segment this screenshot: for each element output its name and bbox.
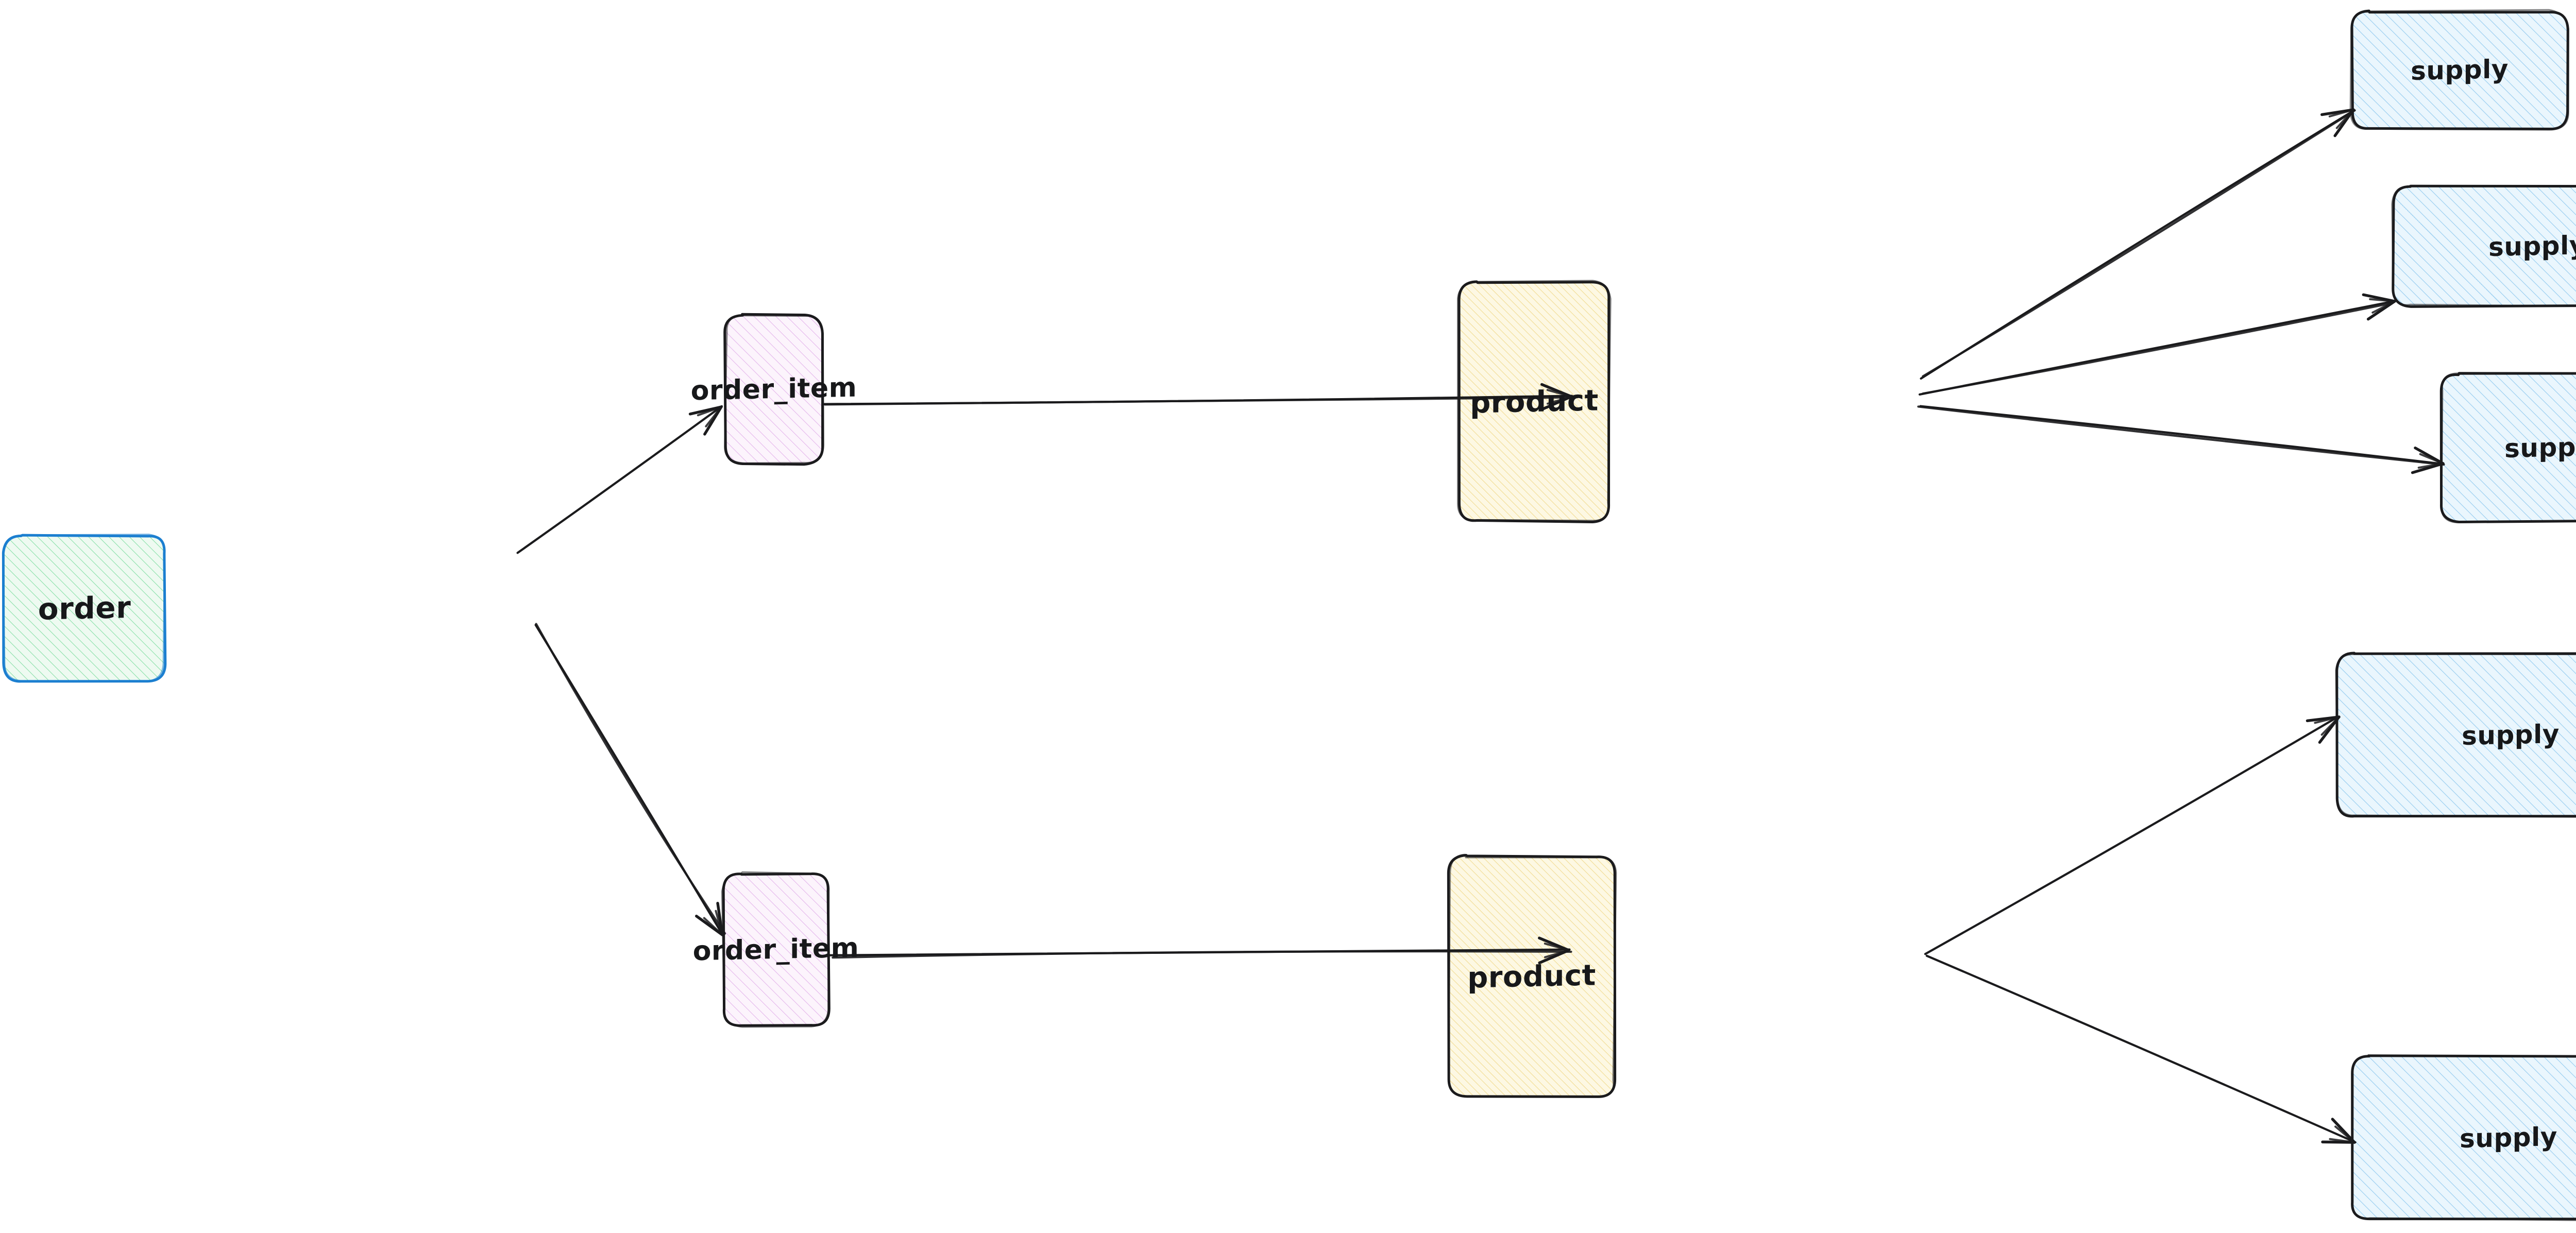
nodes-layer (2, 9, 2576, 1221)
node-supply_1[interactable] (2349, 9, 2569, 131)
node-supply_4[interactable] (2335, 652, 2576, 818)
node-supply_5[interactable] (2351, 1054, 2576, 1221)
edge-product_2-to-supply_5 (1925, 954, 2357, 1144)
node-product_2[interactable] (1447, 853, 1617, 1098)
edge-order_item_1-to-product_1 (822, 383, 1575, 411)
edges-layer (516, 108, 2445, 1144)
node-order_item_2[interactable] (721, 871, 831, 1028)
edge-product_2-to-supply_4 (1924, 715, 2341, 955)
edge-product_1-to-supply_2 (1918, 293, 2396, 396)
edge-product_1-to-supply_3 (1917, 405, 2445, 474)
node-product_1[interactable] (1456, 280, 1612, 523)
edge-product_1-to-supply_1 (1920, 108, 2356, 380)
node-supply_3[interactable] (2439, 372, 2576, 523)
edge-order_item_2-to-product_2 (829, 936, 1572, 965)
node-supply_2[interactable] (2391, 184, 2576, 308)
node-order_item_1[interactable] (723, 313, 825, 466)
edge-order-to-order_item_2 (534, 623, 726, 936)
node-order[interactable] (2, 534, 167, 683)
edge-order-to-order_item_1 (516, 405, 723, 554)
